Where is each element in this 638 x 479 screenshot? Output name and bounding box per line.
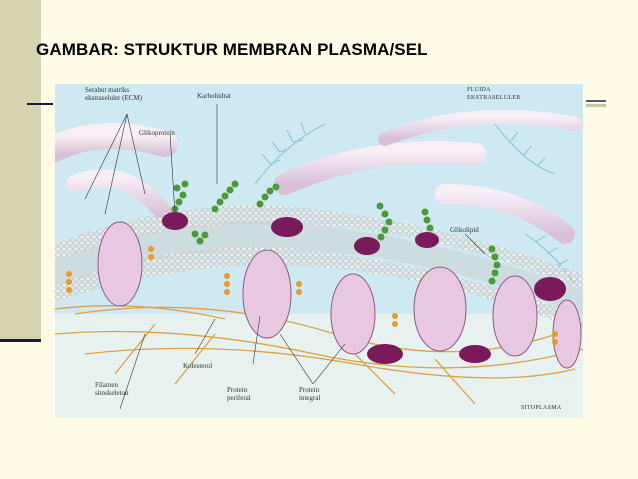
title-rule-right bbox=[586, 100, 606, 102]
label-peripheral-line2: periferal bbox=[227, 394, 251, 402]
branching-fibers bbox=[254, 121, 576, 285]
label-carbohydrate: Karbohidrat bbox=[197, 92, 231, 100]
label-cytoskeleton-line1: Filamen bbox=[95, 381, 118, 389]
label-integral-line1: Protein bbox=[299, 386, 320, 394]
label-extracellular-line1: FLUIDA bbox=[467, 87, 491, 93]
label-cytoplasm: SITOPLASMA bbox=[521, 405, 562, 411]
lipid-bilayer bbox=[55, 205, 583, 332]
membrane-diagram: Serabut matriks ekstraseluler (ECM) Glik… bbox=[55, 84, 583, 418]
label-ecm: Serabut matriks ekstraseluler (ECM) bbox=[85, 86, 142, 102]
label-cholesterol: Kolesterol bbox=[183, 362, 213, 370]
label-glycoprotein: Glikoprotein bbox=[139, 129, 175, 137]
label-integral-protein: Protein integral bbox=[299, 386, 320, 402]
cholesterol-molecules bbox=[66, 246, 558, 345]
label-extracellular-line2: EKSTRASELULER bbox=[467, 95, 521, 101]
label-cytoskeleton: Filamen sitoskeleton bbox=[95, 381, 128, 397]
sidebar-accent-bar bbox=[0, 0, 41, 339]
label-ecm-line1: Serabut matriks bbox=[85, 86, 130, 94]
label-peripheral-protein: Protein periferal bbox=[227, 386, 251, 402]
slide-title: GAMBAR: STRUKTUR MEMBRAN PLASMA/SEL bbox=[36, 40, 428, 59]
carbohydrate-chains bbox=[171, 180, 501, 285]
label-peripheral-line1: Protein bbox=[227, 386, 248, 394]
label-integral-line2: integral bbox=[299, 394, 321, 402]
peripheral-proteins bbox=[162, 212, 566, 364]
integral-proteins bbox=[97, 221, 582, 369]
leader-lines bbox=[84, 104, 486, 410]
title-rule-left bbox=[27, 103, 53, 105]
label-glycolipid: Glikolipid bbox=[450, 226, 479, 234]
title-rule-right-accent bbox=[586, 104, 606, 107]
sidebar-divider bbox=[0, 339, 41, 342]
label-extracellular: FLUIDA EKSTRASELULER bbox=[467, 86, 521, 102]
label-cytoskeleton-line2: sitoskeleton bbox=[95, 389, 129, 397]
label-ecm-line2: ekstraseluler (ECM) bbox=[85, 94, 142, 102]
ecm-fibers bbox=[55, 109, 582, 244]
membrane-illustration bbox=[55, 84, 583, 418]
